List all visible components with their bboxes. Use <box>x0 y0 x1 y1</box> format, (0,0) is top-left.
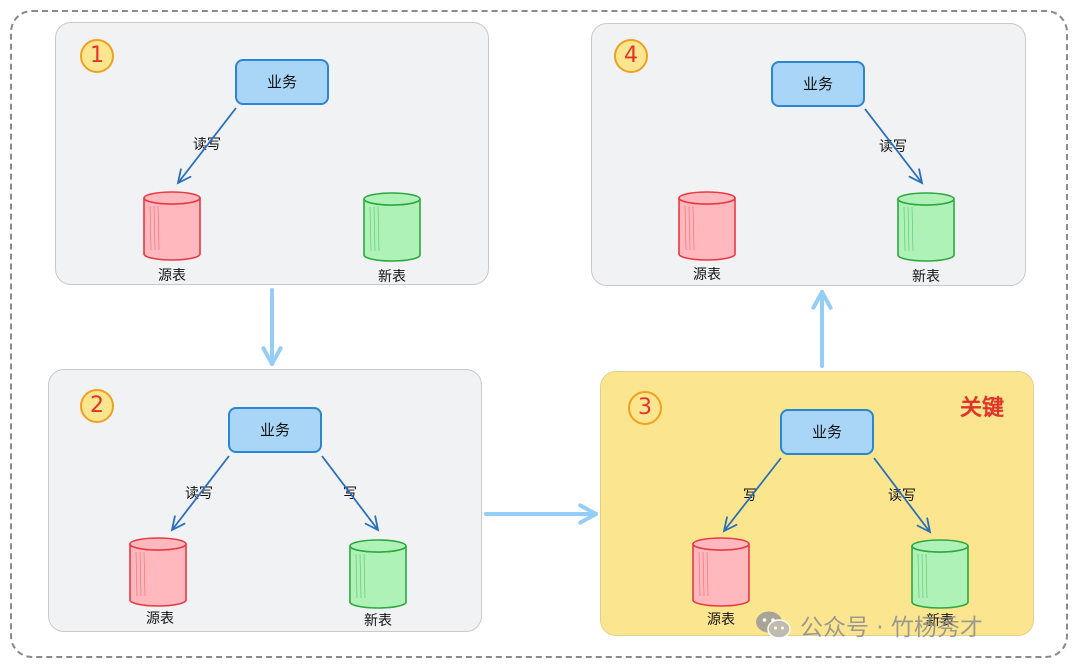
new-db-icon-4 <box>897 192 955 262</box>
source-db-icon-4 <box>678 191 736 261</box>
wechat-icon <box>756 611 791 639</box>
source-db-icon-1 <box>143 191 201 261</box>
business-node-2: 业务 <box>228 407 322 453</box>
source-table-label-2: 源表 <box>146 611 174 627</box>
edge-arrow-2-new <box>321 455 380 532</box>
watermark-text: 公众号 · 竹杨秀才 <box>800 615 983 641</box>
new-db-icon-3 <box>911 539 969 609</box>
source-db-icon-2 <box>129 537 187 607</box>
edge-arrow-2-source <box>170 455 230 532</box>
new-db-icon-1 <box>363 192 421 262</box>
flow-arrow-3-to-4 <box>811 290 833 368</box>
source-table-label-4: 源表 <box>693 267 721 283</box>
key-tag: 关键 <box>960 396 1005 421</box>
edge-label-4-new: 读写 <box>879 139 907 155</box>
business-node-4: 业务 <box>771 61 865 107</box>
step-badge-4: 4 <box>614 39 648 73</box>
new-db-icon-2 <box>349 539 407 609</box>
step-badge-2: 2 <box>80 389 114 423</box>
new-table-label-2: 新表 <box>364 613 392 629</box>
new-table-label-3: 新表 <box>926 613 954 629</box>
new-table-label-1: 新表 <box>378 269 406 285</box>
source-db-icon-3 <box>692 537 750 607</box>
watermark: 公众号 · 竹杨秀才 <box>754 608 983 642</box>
flow-arrow-2-to-3 <box>484 503 598 525</box>
new-table-label-4: 新表 <box>912 269 940 285</box>
flow-arrow-1-to-2 <box>261 288 283 366</box>
source-table-label-3: 源表 <box>707 612 735 628</box>
edge-arrow-4-new <box>864 108 924 185</box>
business-node-3: 业务 <box>780 409 874 455</box>
step-badge-1: 1 <box>80 39 114 73</box>
source-table-label-1: 源表 <box>158 268 186 284</box>
outer-frame <box>10 10 1068 658</box>
edge-arrow-1-source <box>176 107 237 185</box>
business-node-1: 业务 <box>235 59 329 105</box>
edge-arrow-3-new <box>873 457 932 534</box>
edge-arrow-3-source <box>722 457 782 533</box>
step-badge-3: 3 <box>628 391 662 425</box>
